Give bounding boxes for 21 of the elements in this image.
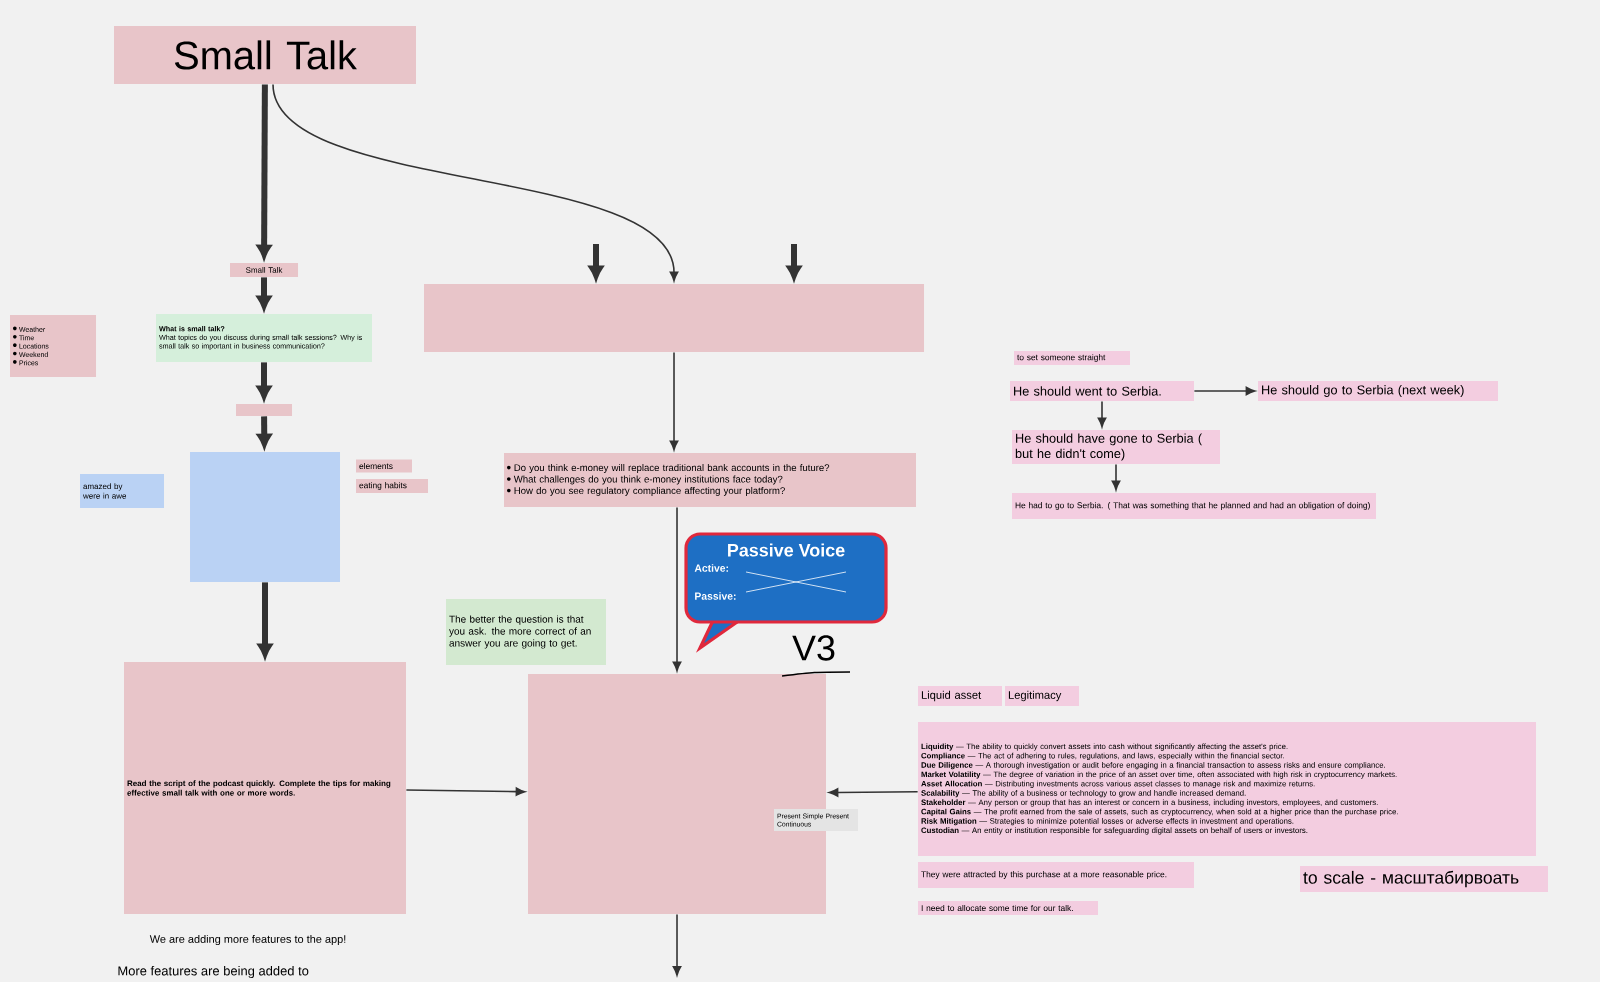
arrow [256, 277, 272, 310]
terms-box [424, 284, 924, 352]
title-box: Small Talk [114, 26, 416, 84]
note-box [190, 452, 340, 582]
note-box: to scale - масштабирвоать [1300, 866, 1548, 892]
arrow [786, 244, 802, 280]
arrow [672, 913, 682, 976]
arrow [669, 351, 679, 451]
exercise-box [528, 674, 826, 914]
arrow [1193, 386, 1256, 396]
arrow [257, 84, 272, 259]
arrow [1111, 463, 1121, 491]
arrow [828, 788, 919, 797]
arrow [405, 787, 526, 796]
arrow [272, 83, 679, 282]
arrow [1097, 400, 1107, 428]
arrow [257, 582, 273, 658]
arrow [256, 362, 272, 400]
arrow [257, 416, 272, 448]
arrow [672, 506, 682, 672]
arrow [588, 244, 604, 280]
